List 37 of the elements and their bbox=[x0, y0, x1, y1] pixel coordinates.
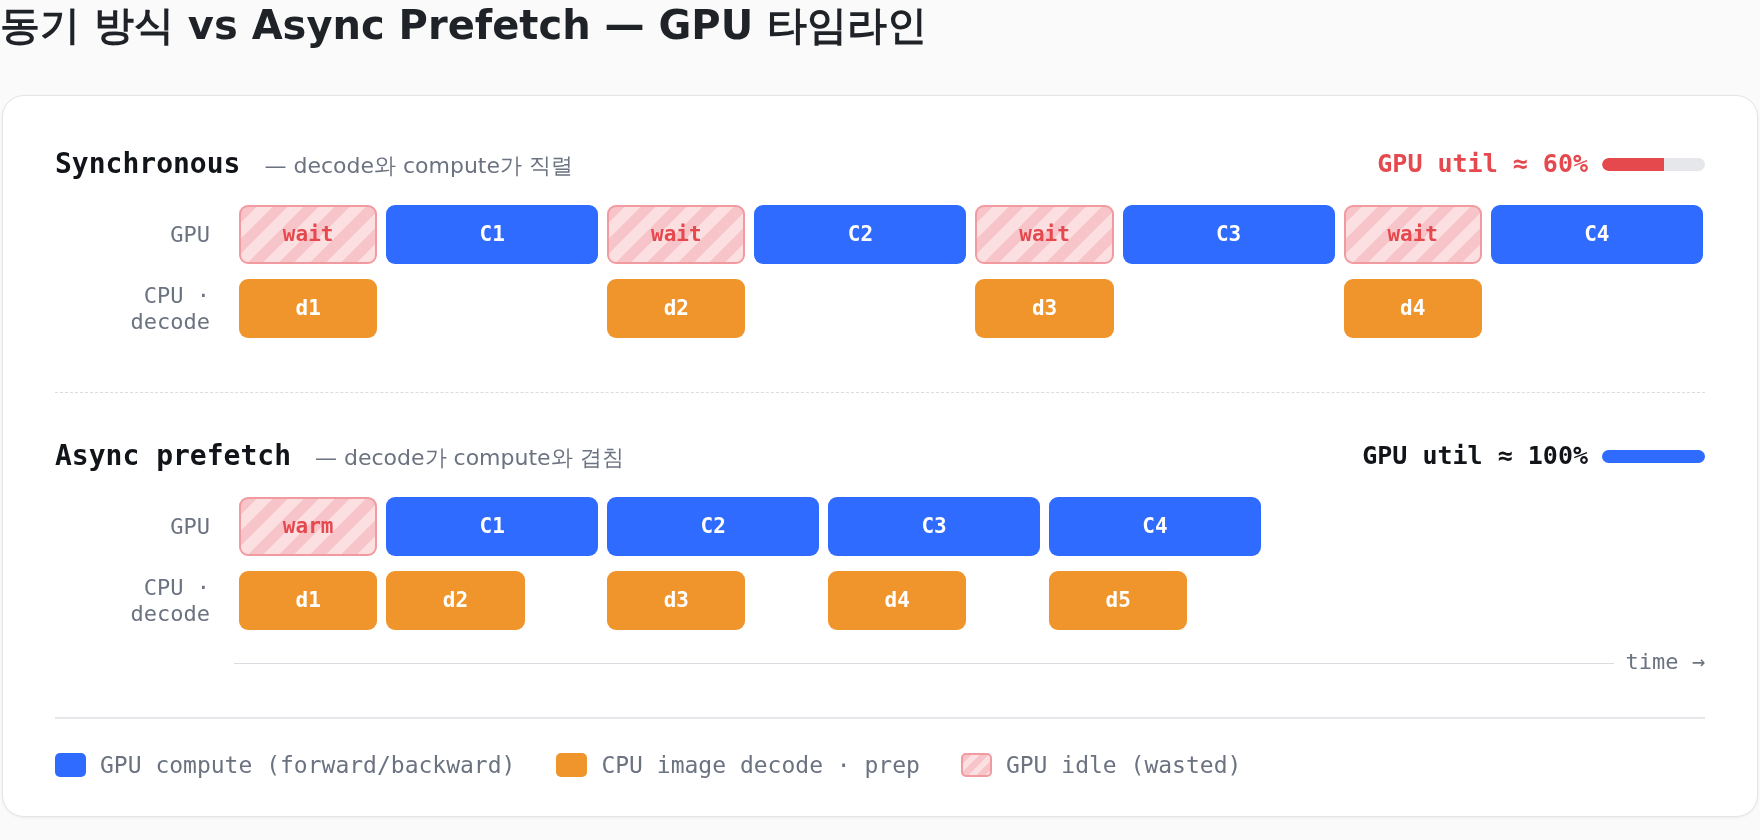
idle-block: wait bbox=[607, 205, 746, 264]
row-label: GPU bbox=[170, 221, 210, 248]
diagram-title: 동기 방식 vs Async Prefetch — GPU 타임라인 bbox=[0, 1, 928, 49]
utilization-text: GPU util ≈ 100% bbox=[1362, 440, 1588, 473]
row-label: CPU · decode bbox=[129, 574, 210, 627]
legend-text: CPU image decode · prep bbox=[601, 750, 920, 780]
row-label: CPU · decode bbox=[129, 282, 210, 335]
row-label: GPU bbox=[170, 513, 210, 540]
decode-block: d1 bbox=[239, 571, 378, 630]
legend-text: GPU compute (forward/backward) bbox=[100, 750, 516, 780]
decode-block: d2 bbox=[607, 279, 746, 338]
idle-block: wait bbox=[975, 205, 1114, 264]
decode-block: d2 bbox=[386, 571, 525, 630]
utilization-text: GPU util ≈ 60% bbox=[1377, 148, 1588, 181]
compute-block: C3 bbox=[828, 497, 1040, 556]
legend-text: GPU idle (wasted) bbox=[1005, 750, 1242, 780]
decode-block: d4 bbox=[828, 571, 967, 630]
idle-block: wait bbox=[1343, 205, 1482, 264]
decode-block: d3 bbox=[975, 279, 1114, 338]
section-subtitle: — decode와 compute가 직렬 bbox=[264, 152, 574, 180]
compute-block: C3 bbox=[1122, 205, 1335, 264]
axis-label: time → bbox=[1625, 647, 1705, 676]
section-heading: Synchronous bbox=[55, 146, 241, 182]
compute-block: C1 bbox=[386, 205, 599, 264]
decode-block: d4 bbox=[1343, 279, 1482, 338]
compute-block: C4 bbox=[1490, 205, 1703, 264]
compute-block: C1 bbox=[386, 497, 599, 556]
section-heading: Async prefetch bbox=[55, 438, 291, 474]
idle-block: wait bbox=[239, 205, 378, 264]
section-subtitle: — decode가 compute와 겹침 bbox=[315, 444, 624, 472]
decode-block: d3 bbox=[607, 571, 746, 630]
compute-block: C4 bbox=[1049, 497, 1261, 556]
decode-block: d5 bbox=[1049, 571, 1188, 630]
idle-block: warm bbox=[239, 497, 378, 556]
compute-block: C2 bbox=[754, 205, 967, 264]
compute-block: C2 bbox=[607, 497, 820, 556]
decode-block: d1 bbox=[239, 279, 378, 338]
